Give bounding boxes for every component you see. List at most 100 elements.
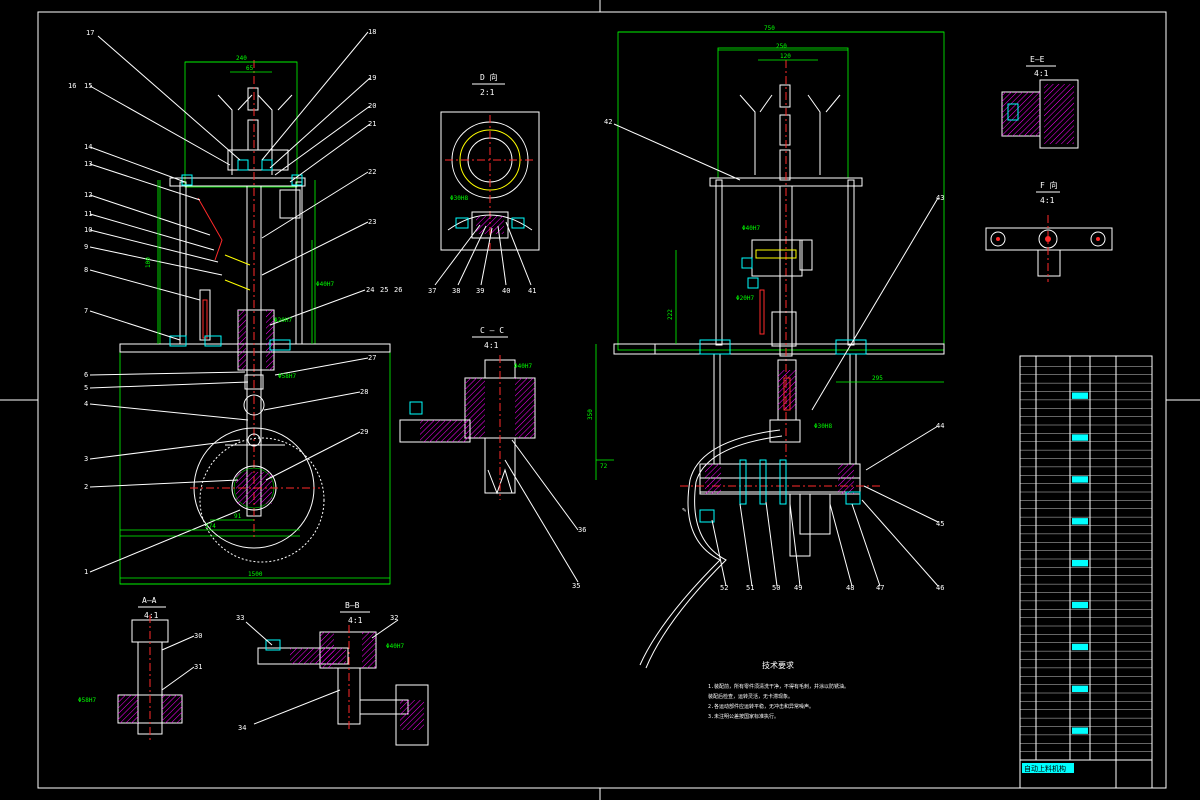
- dim-right-top: 750: [764, 25, 775, 32]
- tech-req-line-1: 1.装配前，所有零件须清洗干净，不得有毛刺，并涂以防锈油。: [708, 683, 849, 690]
- label-8: 8: [84, 266, 88, 274]
- view-f-scale: 4:1: [1040, 196, 1055, 205]
- dim-left-mid: 274: [205, 523, 216, 530]
- view-aa-title: A—A: [142, 596, 157, 605]
- view-d-scale: 2:1: [480, 88, 495, 97]
- label-29: 29: [360, 428, 368, 436]
- tech-req-line-2: 装配后检查，运转灵活，无卡滞现象。: [708, 693, 793, 700]
- view-cc: C — C 4:1 Φ40H7 36 35: [399, 326, 586, 590]
- label-35: 35: [572, 582, 580, 590]
- dim-right-top-small: 120: [780, 53, 791, 60]
- bom-highlight-cell: [1072, 685, 1088, 692]
- dim-left-top: 240: [236, 55, 247, 62]
- view-aa-scale: 4:1: [144, 611, 159, 620]
- label-44: 44: [936, 422, 944, 430]
- label-28: 28: [360, 388, 368, 396]
- bom-highlight-cell: [1072, 392, 1088, 399]
- label-19: 19: [368, 74, 376, 82]
- fit-view-aa: Φ58H7: [78, 697, 96, 704]
- left-main-view: [119, 60, 391, 585]
- label-48: 48: [846, 584, 854, 592]
- view-cc-scale: 4:1: [484, 341, 499, 350]
- view-f: F 向 4:1: [985, 180, 1113, 282]
- view-ee-title: E—E: [1030, 55, 1045, 64]
- bom-highlight-cell: [1072, 518, 1088, 525]
- bom-highlight-cell: [1072, 476, 1088, 483]
- label-14: 14: [84, 143, 92, 151]
- view-bb-title: B—B: [345, 601, 360, 610]
- label-31: 31: [194, 663, 202, 671]
- label-13: 13: [84, 160, 92, 168]
- view-d: D 向 2:1 Φ30H8 37 38 39 40 41: [428, 72, 540, 295]
- fit-left-1: Φ40H7: [316, 281, 334, 288]
- bom-highlight-cell: [1072, 601, 1088, 609]
- view-d-title: D 向: [480, 72, 498, 82]
- bom-highlight-cell: [1072, 727, 1088, 734]
- label-4: 4: [84, 400, 88, 408]
- dim-right-top-inner: 250: [776, 43, 787, 50]
- label-51: 51: [746, 584, 754, 592]
- label-21: 21: [368, 120, 376, 128]
- label-45: 45: [936, 520, 944, 528]
- label-2: 2: [84, 483, 88, 491]
- view-ee: E—E 4:1: [1001, 55, 1079, 149]
- label-47: 47: [876, 584, 884, 592]
- tech-req-line-4: 3.未注明公差按国家标准执行。: [708, 713, 779, 720]
- dim-right-side-small: 72: [600, 463, 608, 470]
- fit-view-cc: Φ40H7: [514, 363, 532, 370]
- label-34: 34: [238, 724, 246, 732]
- label-49: 49: [794, 584, 802, 592]
- label-17: 17: [86, 29, 94, 37]
- dim-left-height: 100: [145, 257, 152, 268]
- label-42: 42: [604, 118, 612, 126]
- label-40: 40: [502, 287, 510, 295]
- label-33: 33: [236, 614, 244, 622]
- dim-right-vertical: 350: [587, 409, 594, 420]
- right-main-view: ✎: [613, 31, 945, 669]
- dim-right-side: 295: [872, 375, 883, 382]
- label-15: 15: [84, 82, 92, 90]
- left-dimensions: 240 65 1500 274 91 100 Φ40H7 Φ20H7 Φ58H7: [120, 55, 390, 579]
- label-10: 10: [84, 226, 92, 234]
- view-bb-scale: 4:1: [348, 616, 363, 625]
- fit-left-2: Φ20H7: [274, 317, 292, 324]
- fit-left-3: Φ58H7: [278, 373, 296, 380]
- left-part-labels: 17 18 16 15 19 20 21 14 13 22 12 11 10 9…: [68, 28, 402, 576]
- bom-rows: [1020, 366, 1152, 752]
- dim-left-bottom: 1500: [248, 571, 263, 578]
- label-24: 24: [366, 286, 374, 294]
- bom-highlight-cell: [1072, 434, 1088, 441]
- bom-highlight-cell: [1072, 643, 1088, 651]
- dim-left-small: 91: [234, 513, 242, 520]
- label-30: 30: [194, 632, 202, 640]
- label-12: 12: [84, 191, 92, 199]
- label-38: 38: [452, 287, 460, 295]
- bom-table: 自动上料机构: [1019, 355, 1153, 789]
- label-26: 26: [394, 286, 402, 294]
- dim-left-top-inner: 65: [246, 65, 254, 72]
- tech-req-line-3: 2.各运动部件应运转平稳，无冲击和异常噪声。: [708, 703, 814, 710]
- label-39: 39: [476, 287, 484, 295]
- fit-view-bb: Φ40H7: [386, 643, 404, 650]
- label-50: 50: [772, 584, 780, 592]
- right-part-labels: 42 43 44 45 46 47 48 49 50 51 52: [604, 118, 944, 592]
- tech-req-title: 技术要求: [762, 660, 794, 670]
- label-1: 1: [84, 568, 88, 576]
- label-32: 32: [390, 614, 398, 622]
- icon-cable-end: ✎: [682, 506, 686, 514]
- label-22: 22: [368, 168, 376, 176]
- dim-right-vertical-small: 222: [667, 309, 674, 320]
- label-9: 9: [84, 243, 88, 251]
- view-cc-title: C — C: [480, 326, 504, 335]
- label-23: 23: [368, 218, 376, 226]
- label-46: 46: [936, 584, 944, 592]
- label-27: 27: [368, 354, 376, 362]
- fit-right-1: Φ40H7: [742, 225, 760, 232]
- title-block-name: 自动上料机构: [1024, 764, 1066, 773]
- label-41: 41: [528, 287, 536, 295]
- fit-view-d: Φ30H8: [450, 195, 468, 202]
- label-3: 3: [84, 455, 88, 463]
- right-dimensions: 750 250 120 295 350 72 222 Φ40H7 Φ20H7 Φ…: [587, 25, 944, 480]
- view-aa: A—A 4:1 Φ58H7 30 31: [78, 596, 202, 740]
- bom-highlight-cell: [1072, 560, 1088, 567]
